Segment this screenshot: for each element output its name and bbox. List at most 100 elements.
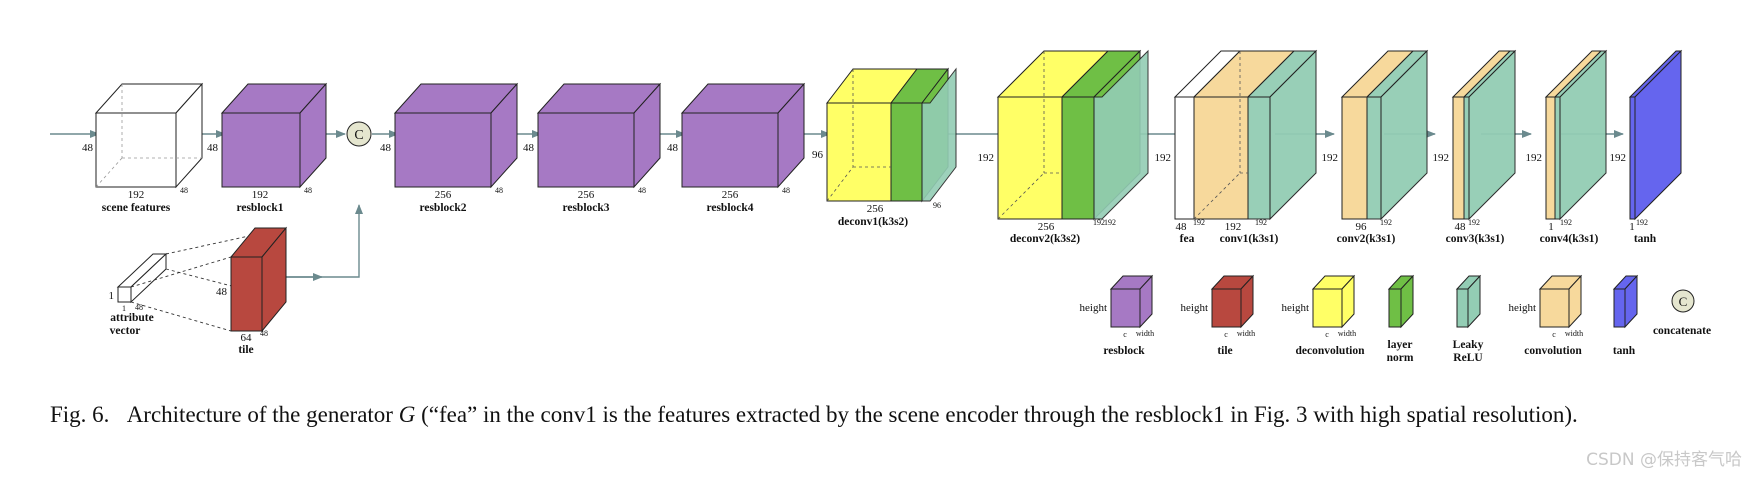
conv1-label: conv1(k3s1) [1220,233,1279,245]
legend-tanh-label: tanh [1613,345,1636,357]
tanh-height: 192 [1610,152,1627,164]
conv2-height: 192 [1322,152,1339,164]
resblock3-block: 48 256 48 resblock3 [523,82,662,214]
fea-block: 192 48 192 fea [1155,50,1242,245]
deconv1-width: 256 [867,203,884,215]
deconv2-depth-1: 192 [1093,218,1105,227]
legend-tile-width: width [1237,329,1255,338]
resblock4-block: 48 256 48 resblock4 [667,82,806,214]
scene-features-label: scene features [102,202,171,214]
concat-node: C [346,121,372,147]
conv4-width: 1 [1548,221,1554,233]
legend-deconvolution-c: c [1325,330,1329,339]
legend-deconvolution-height: height [1282,302,1310,314]
resblock1-block: 48 192 48 resblock1 [207,82,328,214]
caption-text-start: Architecture of the generator [126,402,399,427]
resblock4-height: 48 [667,142,679,154]
tanh-depth: 192 [1636,218,1648,227]
legend-deconvolution-width: width [1338,329,1356,338]
deconv2-label: deconv2(k3s2) [1010,233,1080,245]
legend-layer-norm-label-2: norm [1387,352,1414,364]
legend-resblock-height: height [1080,302,1108,314]
conv2-block: 192 96 192 conv2(k3s1) [1322,49,1429,245]
resblock3-depth: 48 [638,186,646,195]
legend-resblock-c: c [1123,330,1127,339]
conv3-label: conv3(k3s1) [1446,233,1505,245]
legend-resblock-label: resblock [1103,345,1145,357]
conv3-height: 192 [1433,152,1450,164]
tile-label: tile [238,344,253,356]
resblock1-label: resblock1 [236,202,283,214]
legend-deconvolution: height c width deconvolution [1282,274,1365,357]
tile-height: 48 [216,286,228,298]
legend: height c width resblock height c width t… [1080,274,1711,364]
fea-label: fea [1180,233,1195,245]
legend-tile-height: height [1181,302,1209,314]
attribute-label-1: attribute [110,312,153,324]
attribute-height: 1 [109,290,115,302]
caption-generator-symbol: G [398,402,416,427]
scene-features-height: 48 [82,142,94,154]
legend-resblock: height c width resblock [1080,274,1154,357]
attribute-vector-block: 1 1 48 attribute vector [109,252,168,337]
resblock4-label: resblock4 [706,202,753,214]
resblock1-height: 48 [207,142,219,154]
deconv1-height: 96 [812,149,824,161]
conv1-width: 192 [1225,221,1242,233]
legend-concat-symbol: C [1679,294,1688,309]
tanh-block: 192 1 192 tanh [1610,49,1683,245]
deconv1-label: deconv1(k3s2) [838,216,908,228]
scene-features-width: 192 [128,189,145,201]
conv2-label: conv2(k3s1) [1337,233,1396,245]
generator-architecture-diagram: 48 192 48 scene features 48 192 48 resbl… [50,49,1711,364]
resblock3-width: 256 [578,189,595,201]
legend-deconvolution-label: deconvolution [1295,345,1365,357]
resblock2-block: 48 256 48 resblock2 [380,82,519,214]
deconv2-height: 192 [978,152,995,164]
deconv2-depth-2: 192 [1104,218,1116,227]
legend-layer-norm: layer norm [1387,274,1415,364]
resblock1-width: 192 [252,189,269,201]
legend-tile-c: c [1224,330,1228,339]
conv2-width: 96 [1356,221,1368,233]
resblock4-width: 256 [722,189,739,201]
legend-tile-label: tile [1217,345,1232,357]
fea-width: 48 [1176,221,1188,233]
csdn-watermark: CSDN @保持客气哈 [1586,450,1742,470]
conv1-block: 192 192 conv1(k3s1) [1192,49,1318,245]
legend-convolution-c: c [1552,330,1556,339]
fea-depth: 192 [1193,218,1205,227]
conv3-block: 192 48 192 conv3(k3s1) [1433,49,1517,245]
tile-depth: 48 [260,329,268,338]
caption-label: Fig. 6. [50,402,110,427]
tanh-width: 1 [1629,221,1635,233]
resblock2-label: resblock2 [419,202,466,214]
figure-caption: Fig. 6. Architecture of the generator G … [50,400,1722,429]
conv2-depth: 192 [1380,218,1392,227]
legend-concatenate-label: concatenate [1653,325,1711,337]
legend-leaky-relu-label-2: ReLU [1453,352,1483,364]
legend-convolution-label: convolution [1524,345,1582,357]
conv4-block: 192 1 192 conv4(k3s1) [1526,49,1608,245]
resblock3-height: 48 [523,142,535,154]
deconv2-block: 192 256 192 192 deconv2(k3s2) [978,49,1149,245]
legend-convolution-height: height [1509,302,1537,314]
conv4-height: 192 [1526,152,1543,164]
attribute-depth: 48 [135,303,143,312]
tile-block: 48 64 48 tile [216,226,288,356]
legend-convolution-width: width [1565,329,1583,338]
resblock2-height: 48 [380,142,392,154]
resblock3-label: resblock3 [562,202,609,214]
legend-resblock-width: width [1136,329,1154,338]
conv3-width: 48 [1455,221,1467,233]
attribute-label-2: vector [110,325,141,337]
tile-width: 64 [241,332,253,344]
legend-concatenate: C concatenate [1653,289,1711,337]
scene-features-depth: 48 [180,186,188,195]
resblock2-width: 256 [435,189,452,201]
legend-tile: height c width tile [1181,274,1255,357]
deconv2-width: 256 [1038,221,1055,233]
conv4-depth: 192 [1560,218,1572,227]
scene-features-block: 48 192 48 scene features [82,82,204,214]
conv4-label: conv4(k3s1) [1540,233,1599,245]
